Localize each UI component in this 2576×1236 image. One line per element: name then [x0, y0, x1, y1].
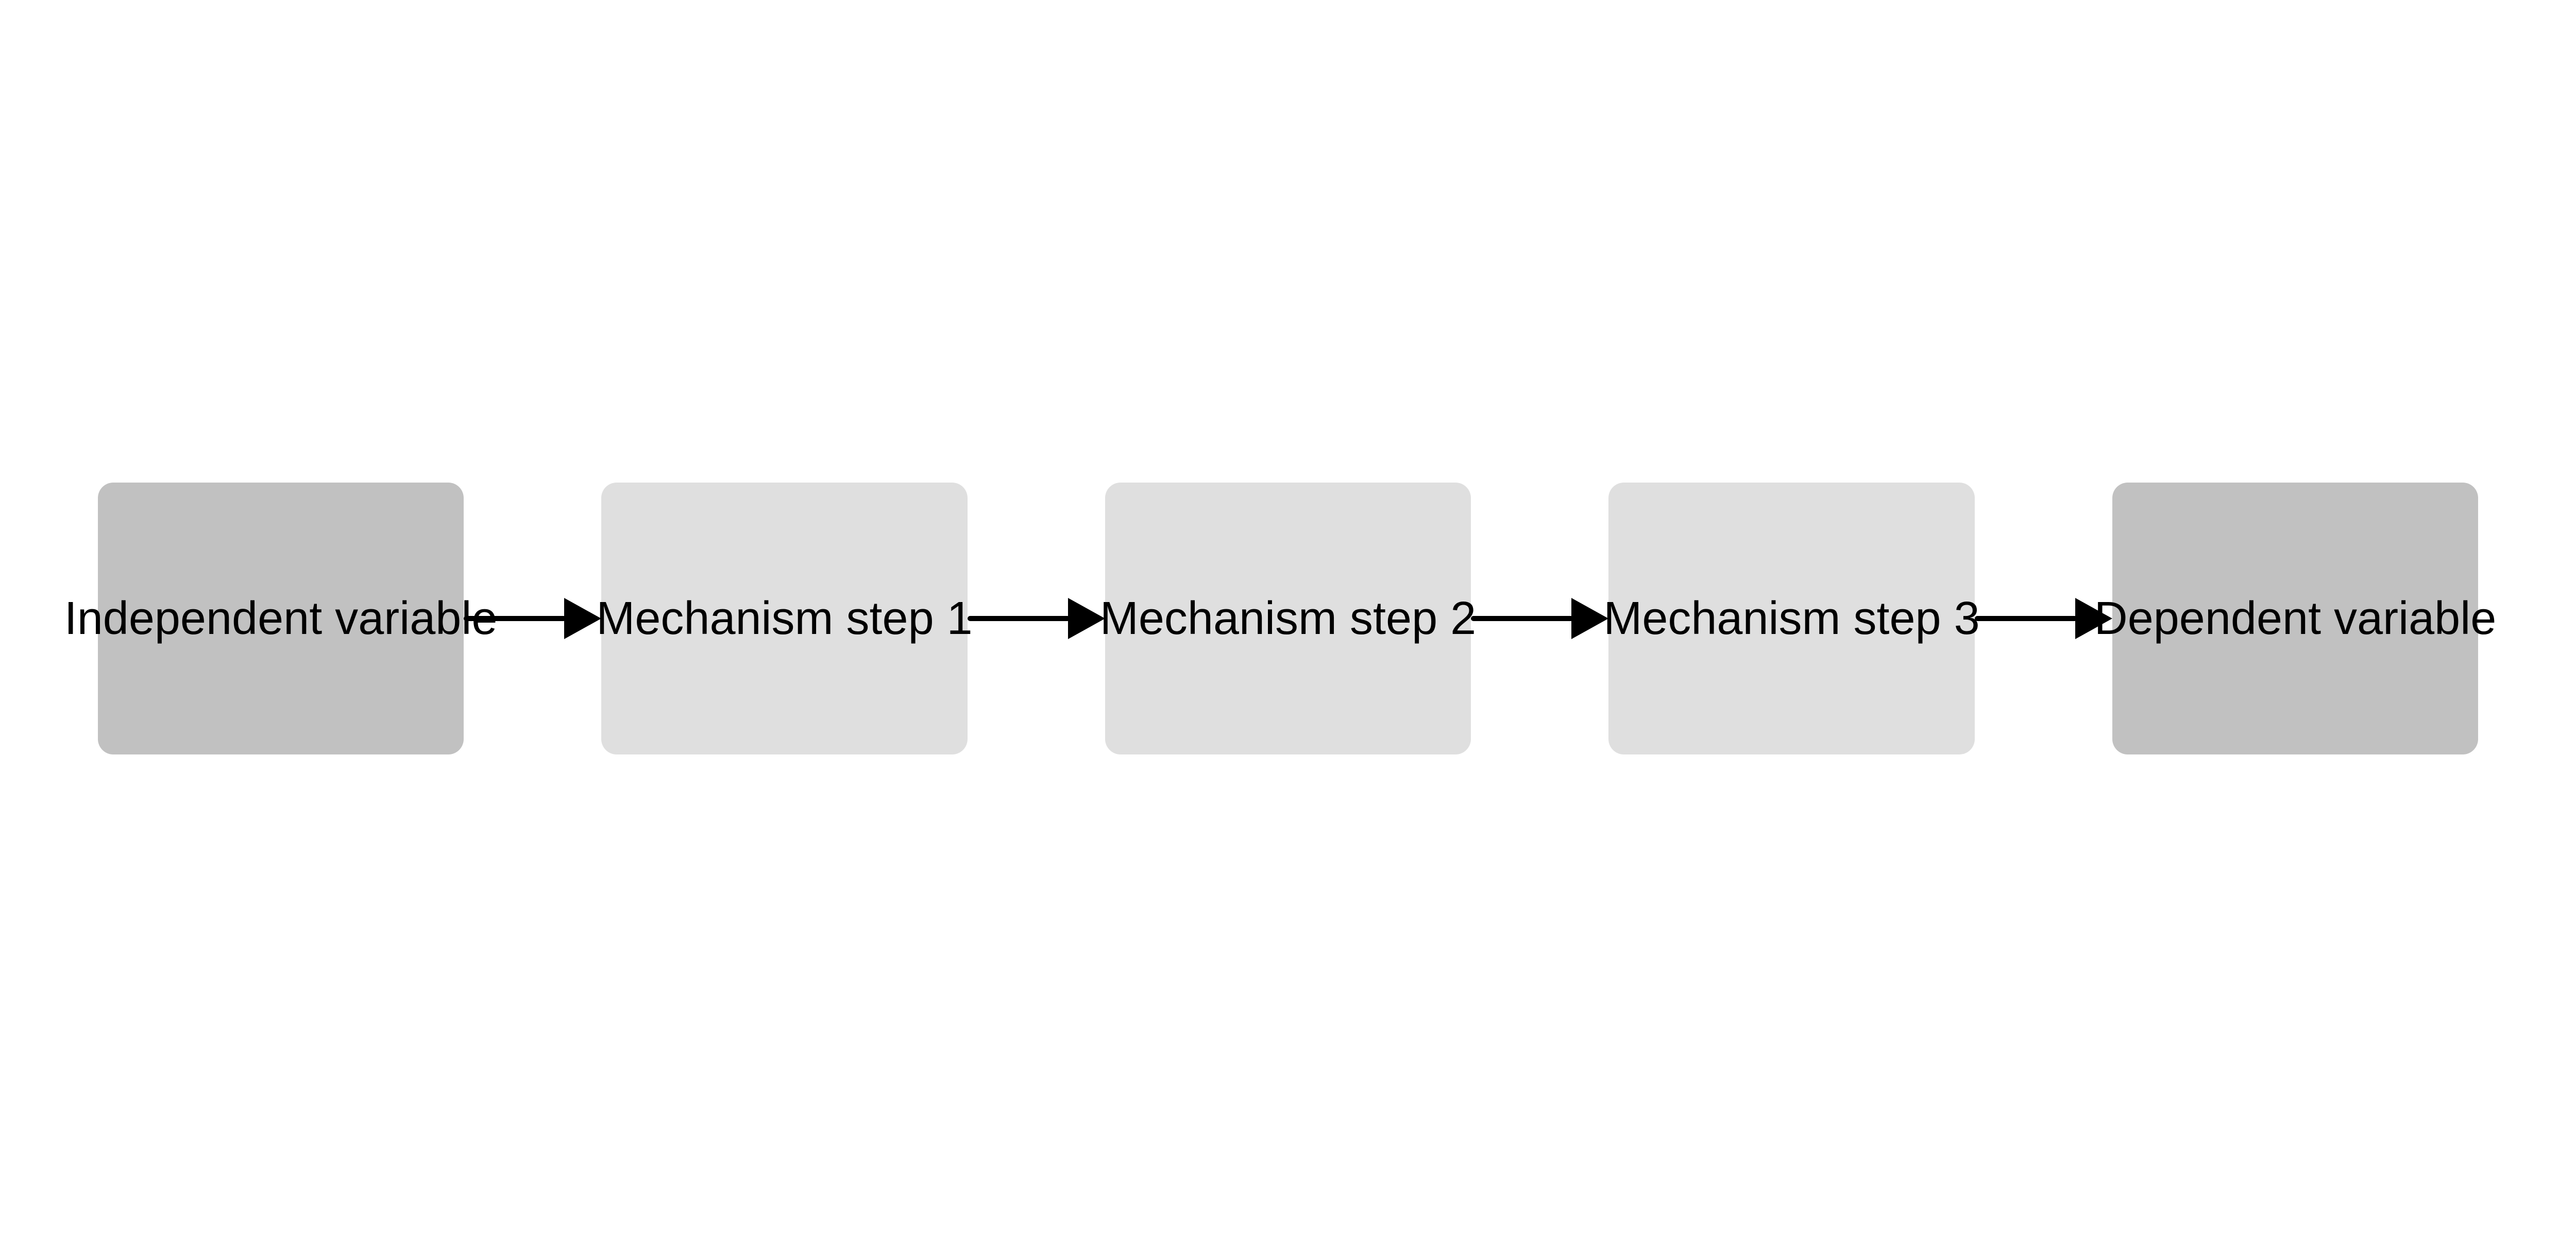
- flow-diagram: Independent variable Mechanism step 1 Me…: [64, 483, 2496, 754]
- node-label: Mechanism step 3: [1603, 592, 1980, 644]
- arrow-line: [967, 616, 1070, 621]
- arrowhead-icon: [1571, 598, 1609, 639]
- node-mechanism-step-3: Mechanism step 3: [1603, 483, 1980, 754]
- arrow-edge: [967, 595, 1105, 642]
- arrow-edge: [1471, 595, 1609, 642]
- node-label: Independent variable: [64, 592, 498, 644]
- arrowhead-icon: [1067, 598, 1105, 639]
- node-mechanism-step-2: Mechanism step 2: [1100, 483, 1476, 754]
- node-independent-variable: Independent variable: [64, 483, 497, 754]
- arrow-line: [1471, 616, 1574, 621]
- node-label: Mechanism step 1: [596, 592, 973, 644]
- node-label: Mechanism step 2: [1099, 592, 1477, 644]
- node-dependent-variable: Dependent variable: [2094, 483, 2496, 754]
- arrow-line: [1974, 616, 2077, 621]
- arrowhead-icon: [564, 598, 602, 639]
- node-label: Dependent variable: [2094, 592, 2497, 644]
- arrow-edge: [464, 595, 602, 642]
- node-mechanism-step-1: Mechanism step 1: [596, 483, 973, 754]
- arrow-line: [464, 616, 567, 621]
- arrowhead-icon: [2075, 598, 2112, 639]
- arrow-edge: [1974, 595, 2112, 642]
